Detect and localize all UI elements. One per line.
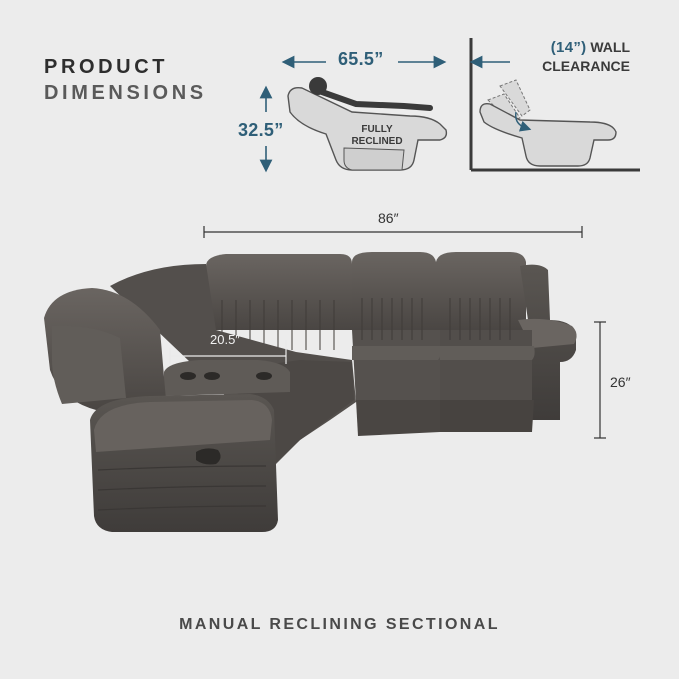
sectional-height-arrow <box>594 321 606 439</box>
wall-clearance-word: WALL <box>590 39 630 55</box>
seat-depth-label: 20.5″ <box>210 332 240 347</box>
header-line-product: PRODUCT <box>44 56 169 78</box>
wall-recliner-icon <box>479 79 617 167</box>
wall-line <box>469 38 640 172</box>
product-title: MANUAL RECLINING SECTIONAL <box>179 616 500 633</box>
fully-reclined-line2: RECLINED <box>351 136 403 147</box>
wall-clearance-value: (14”) <box>550 39 587 56</box>
fully-reclined-line1: FULLY <box>361 124 393 135</box>
sectional-sofa-image <box>44 252 577 532</box>
sectional-width-label: 86″ <box>378 210 399 226</box>
header-line-dimensions: DIMENSIONS <box>44 82 207 104</box>
fully-reclined-caption: FULLY RECLINED <box>340 124 414 148</box>
recline-height-label: 32.5” <box>238 120 284 140</box>
reclined-chair-icon <box>287 77 448 171</box>
sectional-width-arrow <box>203 226 583 238</box>
wall-clearance-word2: CLEARANCE <box>542 58 630 74</box>
recline-width-label: 65.5” <box>338 49 384 69</box>
sectional-height-label: 26″ <box>610 374 631 390</box>
wall-clearance-caption: (14”) WALL CLEARANCE <box>508 38 630 75</box>
